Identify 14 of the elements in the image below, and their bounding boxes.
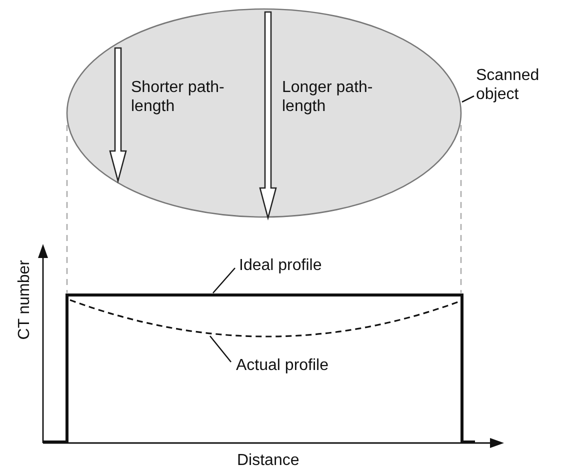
leader-line <box>210 336 232 362</box>
projection-line <box>460 125 462 293</box>
callout-label: Actual profile <box>236 356 366 375</box>
scanned-object-ellipse <box>66 8 462 218</box>
callout-label: Scanned object <box>476 66 556 104</box>
callout-label: Ideal profile <box>239 256 359 275</box>
leader-line <box>462 95 474 103</box>
path-length-label: Longer path-length <box>282 78 374 116</box>
leader-line <box>212 268 236 294</box>
axis-label: Distance <box>237 451 300 470</box>
path-length-label: Shorter path-length <box>131 78 226 116</box>
projection-line <box>66 125 68 293</box>
ideal-profile-line <box>43 294 475 444</box>
axis-label: CT number <box>16 260 34 340</box>
